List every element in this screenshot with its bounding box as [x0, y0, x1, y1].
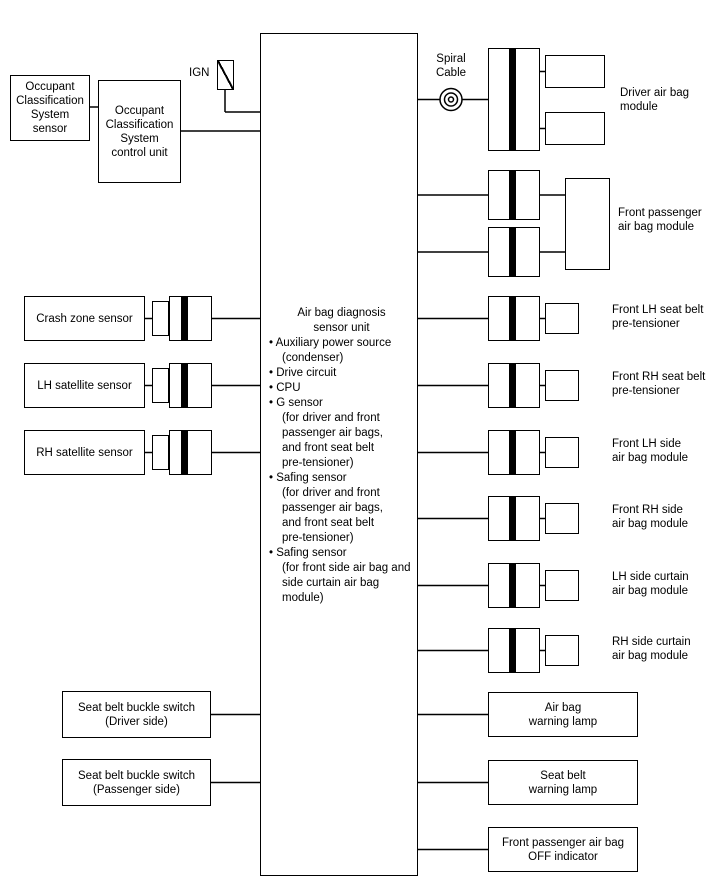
passenger-airbag-off-indicator-box: Front passenger air bag OFF indicator [488, 827, 638, 872]
squib-box [545, 437, 579, 468]
connector [169, 296, 212, 341]
driver-airbag-module-label: Driver air bag module [620, 87, 690, 113]
airbag-diagnosis-unit-text: Air bag diagnosis sensor unit • Auxiliar… [269, 306, 414, 606]
rh-satellite-sensor-box: RH satellite sensor [24, 430, 145, 475]
squib-box [545, 303, 579, 334]
unit-feature: • Drive circuit [269, 367, 337, 379]
connector-bar-icon [509, 364, 516, 407]
connector-bar-icon [181, 431, 188, 474]
unit-feature: • CPU [269, 382, 301, 394]
airbag-warning-lamp-box: Air bag warning lamp [488, 692, 638, 737]
unit-title: Air bag diagnosis sensor unit [297, 307, 386, 334]
occupant-classification-sensor-box: Occupant Classification System sensor [10, 75, 90, 141]
connector-bar-icon [509, 629, 516, 672]
connector [488, 170, 540, 220]
front-passenger-airbag-module-label: Front passenger air bag module [618, 207, 702, 233]
front-lh-pretensioner-label: Front LH seat belt pre-tensioner [612, 304, 704, 330]
connector-housing [152, 301, 169, 336]
seatbelt-warning-lamp-box: Seat belt warning lamp [488, 760, 638, 805]
lh-satellite-sensor-box: LH satellite sensor [24, 363, 145, 408]
connector [169, 363, 212, 408]
connector-bar-icon [509, 497, 516, 540]
connector [488, 296, 540, 341]
squib-box [545, 503, 579, 534]
connector [169, 430, 212, 475]
connector-bar-icon [509, 49, 516, 150]
unit-feature: • Safing sensor (for driver and front pa… [269, 472, 384, 544]
connector [488, 363, 540, 408]
rh-curtain-airbag-label: RH side curtain air bag module [612, 636, 691, 662]
squib-box [545, 112, 605, 145]
spiral-cable-label: Spiral Cable [435, 53, 467, 79]
connector [488, 430, 540, 475]
wires-left [88, 90, 260, 784]
connector-housing [152, 368, 169, 403]
occupant-classification-control-unit-box: Occupant Classification System control u… [98, 80, 181, 183]
spiral-cable-icon [439, 87, 463, 112]
connector [488, 628, 540, 673]
squib-box [545, 635, 579, 666]
front-rh-pretensioner-label: Front RH seat belt pre-tensioner [612, 371, 706, 397]
front-rh-side-airbag-label: Front RH side air bag module [612, 504, 689, 530]
crash-zone-sensor-box: Crash zone sensor [24, 296, 145, 341]
unit-feature: • Safing sensor (for front side air bag … [269, 547, 411, 604]
connector-bar-icon [181, 364, 188, 407]
unit-feature: • Auxiliary power source (condenser) [269, 337, 392, 364]
ign-label: IGN [189, 67, 210, 79]
seat-belt-buckle-passenger-box: Seat belt buckle switch (Passenger side) [62, 759, 211, 806]
connector [488, 496, 540, 541]
connector [488, 227, 540, 277]
squib-box [545, 370, 579, 401]
connector-bar-icon [509, 431, 516, 474]
seat-belt-buckle-driver-box: Seat belt buckle switch (Driver side) [62, 691, 211, 738]
squib-box [565, 178, 610, 270]
ign-fuse-icon [217, 60, 234, 90]
connector-bar-icon [181, 297, 188, 340]
airbag-diagnosis-sensor-unit-box: Air bag diagnosis sensor unit • Auxiliar… [260, 33, 418, 876]
lh-curtain-airbag-label: LH side curtain air bag module [612, 571, 689, 597]
unit-feature: • G sensor (for driver and front passeng… [269, 397, 384, 469]
front-lh-side-airbag-label: Front LH side air bag module [612, 438, 689, 464]
connector-housing [152, 435, 169, 470]
connector-bar-icon [509, 228, 516, 276]
squib-box [545, 55, 605, 88]
connector-bar-icon [509, 564, 516, 607]
connector [488, 563, 540, 608]
connector-bar-icon [509, 171, 516, 219]
connector [488, 48, 540, 151]
squib-box [545, 570, 579, 601]
connector-bar-icon [509, 297, 516, 340]
